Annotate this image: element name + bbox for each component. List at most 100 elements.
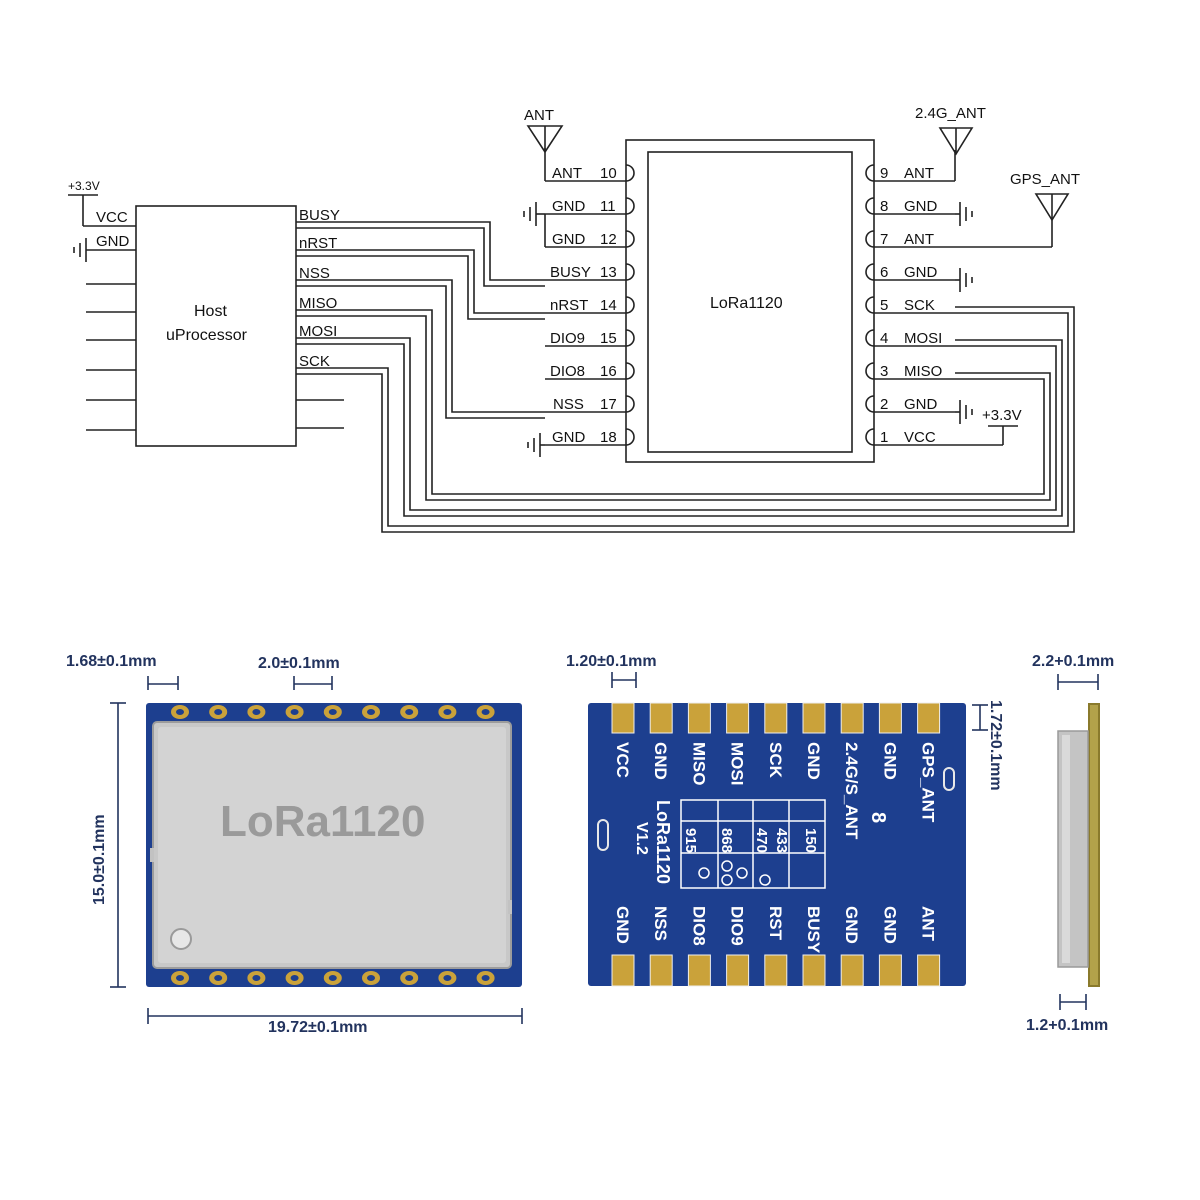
svg-text:MISO: MISO	[904, 363, 942, 380]
module-left-pins: ANT 10 GND 11 GND 12 BUSY 13 nRST 14 DIO9 15 D…	[550, 165, 617, 446]
back-bottom-pin-label: RST	[766, 906, 785, 941]
front-view: LoRa1120	[146, 703, 522, 987]
dim-back-pad-len: 1.72±0.1mm	[987, 700, 1004, 791]
svg-text:17: 17	[600, 396, 617, 413]
svg-text:BUSY: BUSY	[550, 264, 591, 281]
back-top-pad	[611, 702, 635, 734]
svg-text:1: 1	[880, 429, 888, 446]
back-top-pin-label: GND	[804, 742, 823, 780]
back-bottom-pad	[840, 954, 864, 987]
host-pin-sck: SCK	[299, 353, 330, 370]
svg-text:14: 14	[600, 297, 617, 314]
svg-text:MOSI: MOSI	[904, 330, 942, 347]
svg-text:9: 9	[880, 165, 888, 182]
dim-back-pad: 1.20±0.1mm	[566, 653, 657, 670]
dim-side-bottom: 1.2+0.1mm	[1026, 1017, 1108, 1034]
svg-text:GND: GND	[904, 396, 938, 413]
svg-text:ANT: ANT	[904, 231, 934, 248]
dim-side-top: 2.2+0.1mm	[1032, 653, 1114, 670]
back-model: LoRa1120	[653, 800, 673, 884]
back-bottom-pin-label: GND	[842, 906, 861, 944]
side-view	[1057, 703, 1100, 987]
back-mark: 8	[867, 812, 889, 823]
back-top-pin-label: 2.4G/S_ANT	[842, 742, 861, 840]
freq-150: 150	[802, 828, 819, 853]
svg-text:10: 10	[600, 165, 617, 182]
dim-pitch: 2.0±0.1mm	[258, 655, 340, 672]
shield-label: LoRa1120	[220, 797, 425, 846]
back-top-pin-label: VCC	[613, 742, 632, 778]
svg-text:VCC: VCC	[904, 429, 936, 446]
supply-label: +3.3V	[68, 179, 100, 193]
back-top-pin-label: MISO	[689, 742, 708, 785]
svg-text:18: 18	[600, 429, 617, 446]
svg-text:DIO8: DIO8	[550, 363, 585, 380]
back-bottom-pad	[802, 954, 826, 987]
svg-text:12: 12	[600, 231, 617, 248]
svg-text:GND: GND	[904, 198, 938, 215]
back-bottom-pin-label: BUSY	[804, 906, 823, 954]
back-version: V1.2	[633, 822, 650, 855]
back-top-pin-label: SCK	[766, 742, 785, 779]
host-pin-vcc: VCC	[96, 209, 128, 226]
host-pin-mosi: MOSI	[299, 323, 337, 340]
svg-text:4: 4	[880, 330, 888, 347]
back-top-pad	[764, 702, 788, 734]
back-bottom-pin-label: DIO8	[689, 906, 708, 946]
gps-ant-label: GPS_ANT	[1010, 171, 1080, 188]
svg-text:13: 13	[600, 264, 617, 281]
back-top-pad	[802, 702, 826, 734]
back-bottom-pad	[764, 954, 788, 987]
vcc-supply-label: +3.3V	[982, 407, 1022, 424]
back-top-pad	[726, 702, 750, 734]
back-bottom-pin-label: NSS	[651, 906, 670, 941]
back-bottom-pad	[611, 954, 635, 987]
freq-868: 868	[718, 828, 735, 853]
svg-text:15: 15	[600, 330, 617, 347]
svg-text:16: 16	[600, 363, 617, 380]
pin1-marker	[170, 928, 192, 950]
ant-label: ANT	[524, 107, 554, 124]
svg-text:8: 8	[880, 198, 888, 215]
host-pin-gnd: GND	[96, 233, 130, 250]
host-pin-nrst: nRST	[299, 235, 337, 252]
host-pin-nss: NSS	[299, 265, 330, 282]
module-name: LoRa1120	[710, 295, 783, 312]
svg-text:SCK: SCK	[904, 297, 935, 314]
svg-text:ANT: ANT	[904, 165, 934, 182]
host-pin-miso: MISO	[299, 295, 337, 312]
svg-text:GND: GND	[552, 429, 586, 446]
svg-text:DIO9: DIO9	[550, 330, 585, 347]
svg-text:11: 11	[600, 198, 616, 215]
svg-text:GND: GND	[552, 198, 586, 215]
back-bottom-pin-label: GND	[613, 906, 632, 944]
back-bottom-pin-label: DIO9	[728, 906, 747, 946]
back-bottom-pad	[726, 954, 750, 987]
host-pin-busy: BUSY	[299, 207, 340, 224]
freq-433: 433	[773, 828, 790, 853]
host-processor-box	[135, 205, 297, 447]
svg-text:5: 5	[880, 297, 888, 314]
module-outline	[625, 139, 875, 463]
wiring-schematic: +3.3V VCC GND Host uProcessor BUSY nRST …	[68, 105, 1080, 533]
svg-text:GND: GND	[904, 264, 938, 281]
back-bottom-pin-label: GND	[880, 906, 899, 944]
back-top-pin-label: MOSI	[728, 742, 747, 785]
back-bottom-pad	[878, 954, 902, 987]
back-bottom-pad	[687, 954, 711, 987]
host-title-1: Host	[194, 303, 227, 320]
ant-2g4-label: 2.4G_ANT	[915, 105, 986, 122]
svg-text:ANT: ANT	[552, 165, 582, 182]
back-bottom-pad	[649, 954, 673, 987]
svg-text:NSS: NSS	[553, 396, 584, 413]
back-bottom-pin-label: ANT	[919, 906, 938, 942]
dim-height: 15.0±0.1mm	[91, 814, 108, 905]
freq-915: 915	[682, 828, 699, 853]
back-bottom-pad	[917, 954, 941, 987]
back-top-pin-label: GPS_ANT	[919, 742, 938, 823]
back-top-pad	[917, 702, 941, 734]
back-top-pin-label: GND	[651, 742, 670, 780]
svg-text:7: 7	[880, 231, 888, 248]
svg-text:nRST: nRST	[550, 297, 588, 314]
